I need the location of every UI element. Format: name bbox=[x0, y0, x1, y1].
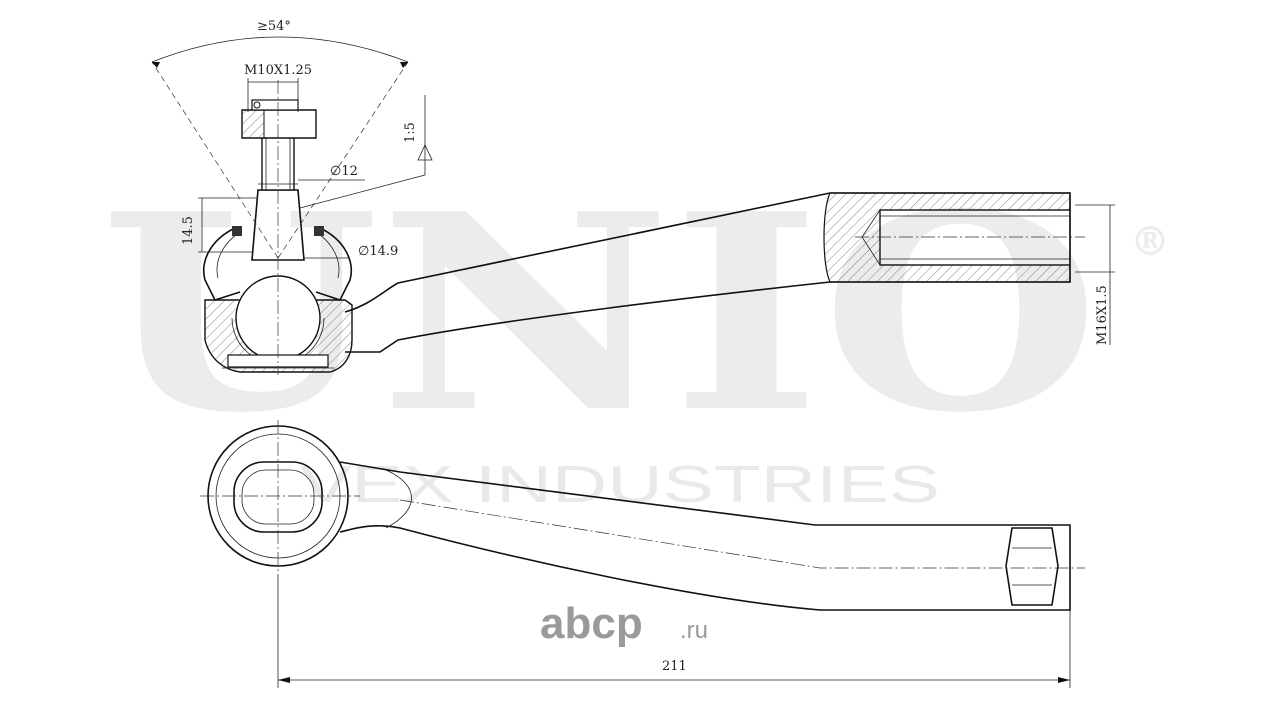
logo-name: abcp bbox=[540, 599, 643, 648]
bottom-plan-view bbox=[200, 420, 1085, 611]
top-section-view bbox=[151, 36, 1115, 375]
thread-end-label: M16X1.5 bbox=[1095, 285, 1110, 345]
dia-14-9-label: ∅14.9 bbox=[358, 244, 398, 259]
watermark-registered: ® bbox=[1130, 218, 1170, 265]
abcp-logo: abcp .ru bbox=[540, 599, 708, 648]
angle-label: ≥54° bbox=[257, 19, 291, 34]
thread-top-label: M10X1.25 bbox=[244, 63, 312, 78]
logo-tld: .ru bbox=[680, 617, 708, 644]
length-dimension bbox=[277, 575, 1071, 688]
dia-12-label: ∅12 bbox=[330, 164, 358, 179]
length-label: 211 bbox=[662, 659, 687, 674]
height-14-5-label: 14.5 bbox=[181, 216, 196, 245]
taper-label: 1:5 bbox=[403, 122, 418, 143]
watermark-subtitle: VEX INDUSTRIES bbox=[300, 456, 940, 514]
